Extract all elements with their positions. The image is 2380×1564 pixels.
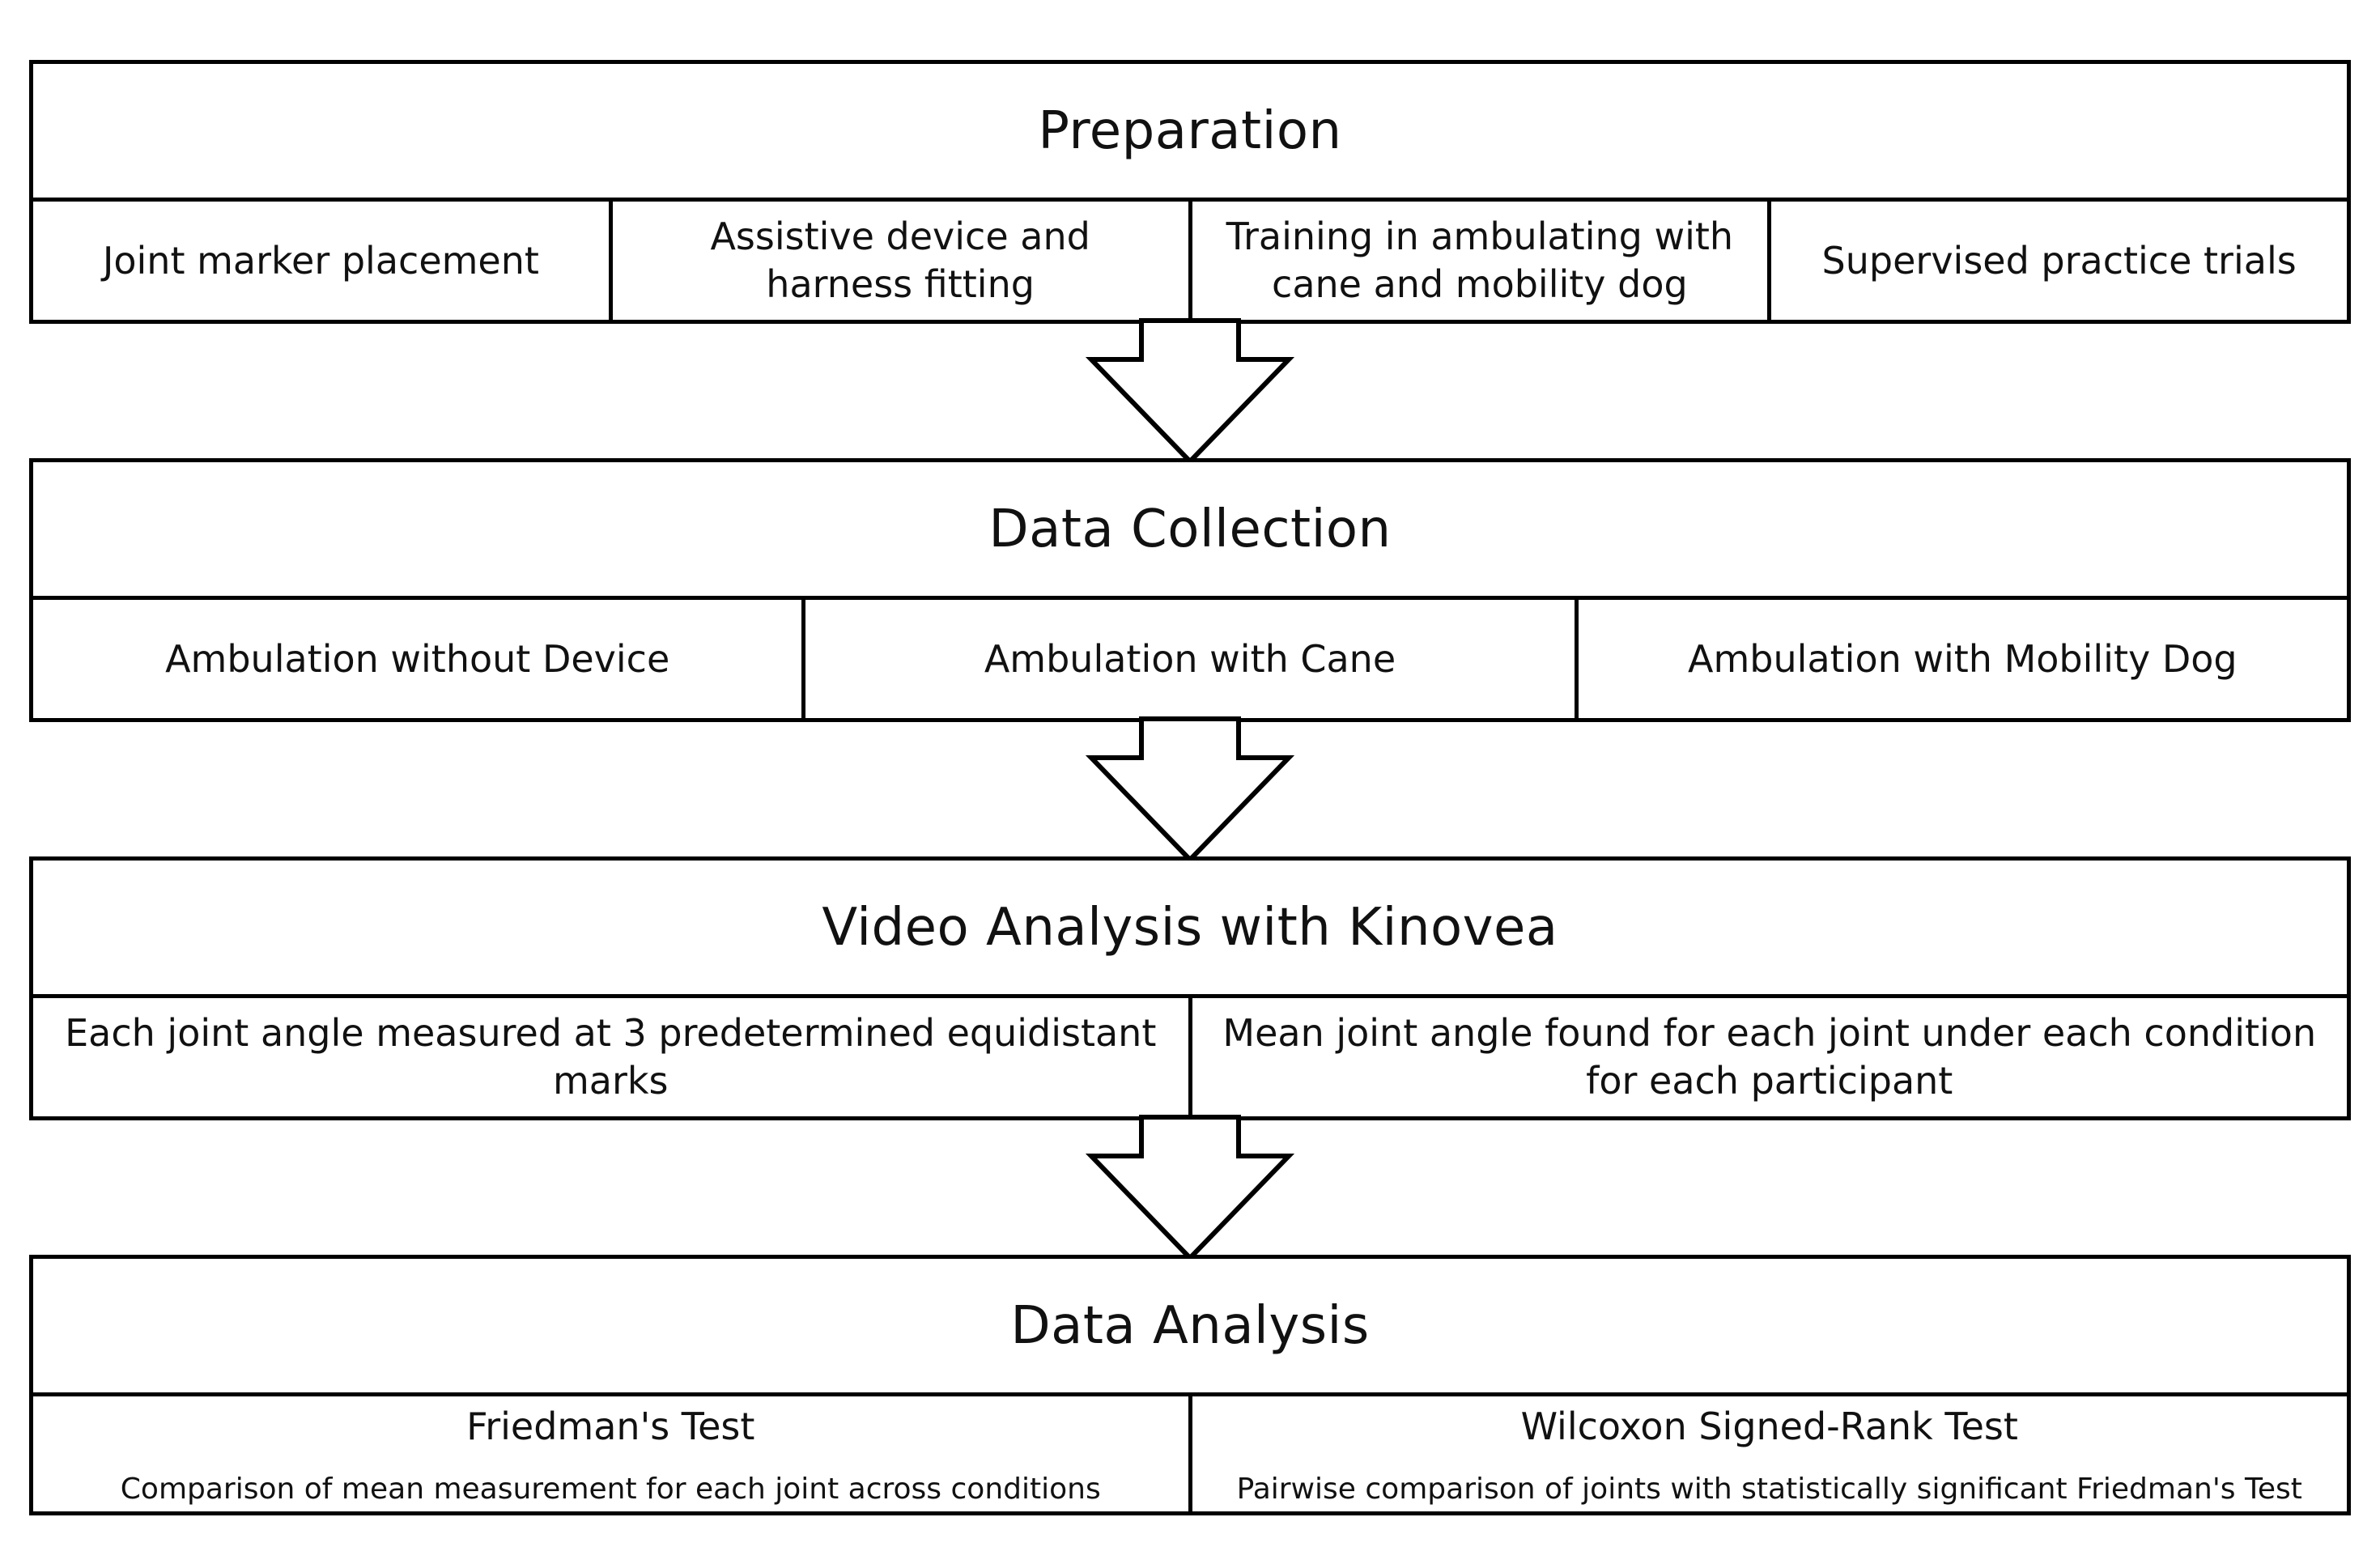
test-description: Pairwise comparison of joints with stati…	[1236, 1472, 2302, 1506]
step-mean-joint-angle: Mean joint angle found for each joint un…	[1188, 998, 2348, 1116]
stage-title: Data Collection	[33, 462, 2347, 600]
step-ambulation-with-mobility-dog: Ambulation with Mobility Dog	[1574, 600, 2347, 718]
test-friedman: Friedman's Test Comparison of mean measu…	[33, 1396, 1188, 1511]
step-supervised-practice: Supervised practice trials	[1767, 202, 2347, 320]
stage-data-analysis: Data Analysis Friedman's Test Comparison…	[29, 1255, 2351, 1515]
step-ambulation-with-cane: Ambulation with Cane	[801, 600, 1574, 718]
test-wilcoxon: Wilcoxon Signed-Rank Test Pairwise compa…	[1188, 1396, 2348, 1511]
stage-data-collection: Data Collection Ambulation without Devic…	[29, 458, 2351, 722]
stage-title: Video Analysis with Kinovea	[33, 861, 2347, 998]
step-assistive-device-fitting: Assistive device and harness fitting	[608, 202, 1188, 320]
down-arrow-icon	[1085, 1115, 1295, 1262]
step-ambulation-without-device: Ambulation without Device	[165, 636, 670, 681]
down-arrow-icon	[1085, 318, 1295, 465]
stage-video-analysis: Video Analysis with Kinovea Each joint a…	[29, 856, 2351, 1120]
step-joint-angle-measured: Each joint angle measured at 3 predeterm…	[65, 1011, 1157, 1103]
stage-title: Data Analysis	[33, 1259, 2347, 1396]
stage-preparation: Preparation Joint marker placement Assis…	[29, 60, 2351, 324]
stage-title: Preparation	[33, 64, 2347, 202]
step-training-ambulating: Training in ambulating with cane and mob…	[1188, 202, 1768, 320]
test-description: Comparison of mean measurement for each …	[120, 1472, 1101, 1506]
test-name: Wilcoxon Signed-Rank Test	[1520, 1405, 2018, 1448]
down-arrow-icon	[1085, 716, 1295, 864]
test-name: Friedman's Test	[466, 1405, 755, 1448]
step-joint-marker-placement: Joint marker placement	[102, 238, 539, 283]
